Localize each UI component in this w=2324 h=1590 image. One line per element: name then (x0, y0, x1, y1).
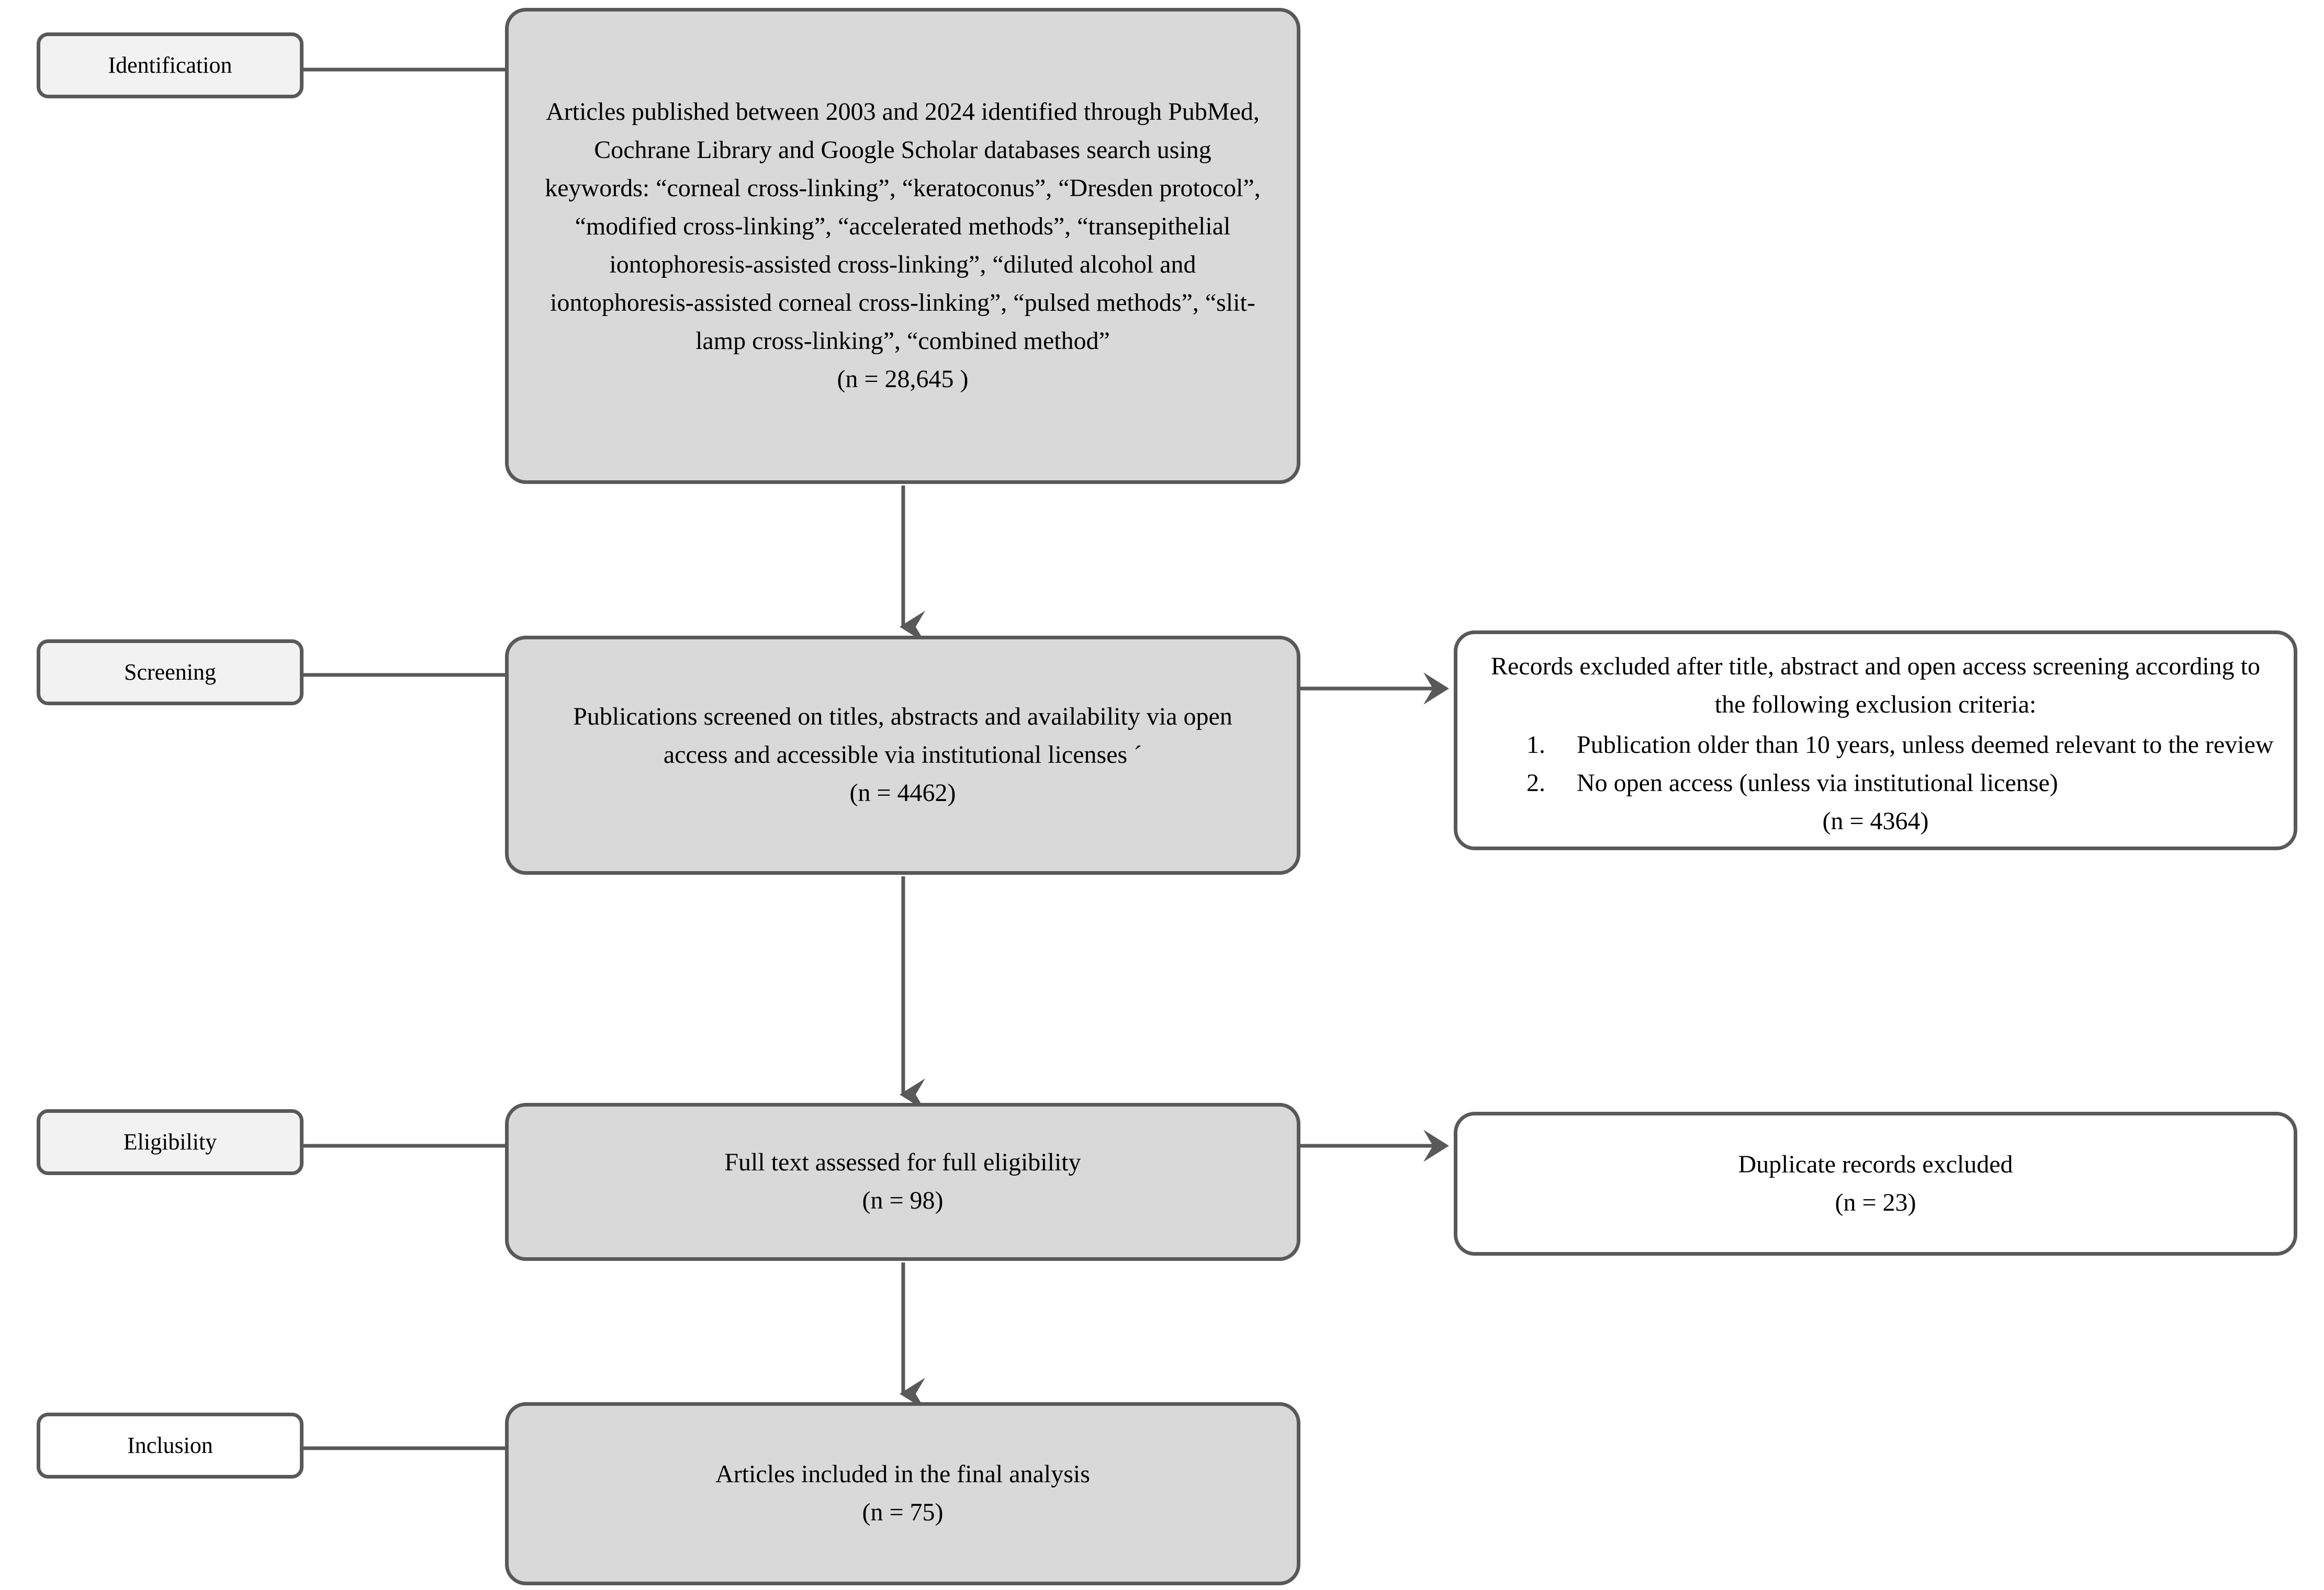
screening-excluded-count: (n = 4364) (1822, 807, 1929, 835)
stage-label-identification-text: Identification (108, 52, 232, 78)
eligibility-count: (n = 98) (862, 1187, 944, 1214)
eligibility-body: Full text assessed for full eligibility (724, 1148, 1081, 1177)
stage-label-inclusion: Inclusion (37, 1413, 304, 1479)
screening-exclusion-criteria-list: Publication older than 10 years, unless … (1473, 726, 2278, 803)
stage-label-eligibility-text: Eligibility (123, 1129, 217, 1155)
stage-label-screening-text: Screening (124, 659, 216, 685)
node-identification-records: Articles published between 2003 and 2024… (505, 8, 1300, 484)
stage-label-identification: Identification (37, 32, 304, 98)
identification-count: (n = 28,645 ) (837, 365, 969, 393)
screening-body: Publications screened on titles, abstrac… (573, 703, 1232, 769)
node-screening-records: Publications screened on titles, abstrac… (505, 636, 1300, 875)
node-inclusion-records: Articles included in the final analysis … (505, 1402, 1300, 1585)
node-screening-excluded: Records excluded after title, abstract a… (1454, 630, 2297, 850)
duplicates-body: Duplicate records excluded (1738, 1150, 2013, 1178)
stage-label-screening: Screening (37, 639, 304, 705)
stage-label-inclusion-text: Inclusion (127, 1432, 213, 1458)
identification-body: Articles published between 2003 and 2024… (545, 98, 1261, 355)
inclusion-body: Articles included in the final analysis (715, 1460, 1090, 1488)
stage-label-eligibility: Eligibility (37, 1109, 304, 1175)
node-duplicate-records-excluded: Duplicate records excluded (n = 23) (1454, 1112, 2297, 1256)
screening-excluded-heading: Records excluded after title, abstract a… (1490, 652, 2261, 718)
exclusion-criterion: Publication older than 10 years, unless … (1552, 726, 2278, 764)
node-eligibility-records: Full text assessed for full eligibility … (505, 1103, 1300, 1261)
exclusion-criterion: No open access (unless via institutional… (1552, 764, 2278, 803)
duplicates-count: (n = 23) (1835, 1188, 1916, 1216)
inclusion-count: (n = 75) (862, 1498, 944, 1526)
screening-count: (n = 4462) (849, 779, 956, 807)
